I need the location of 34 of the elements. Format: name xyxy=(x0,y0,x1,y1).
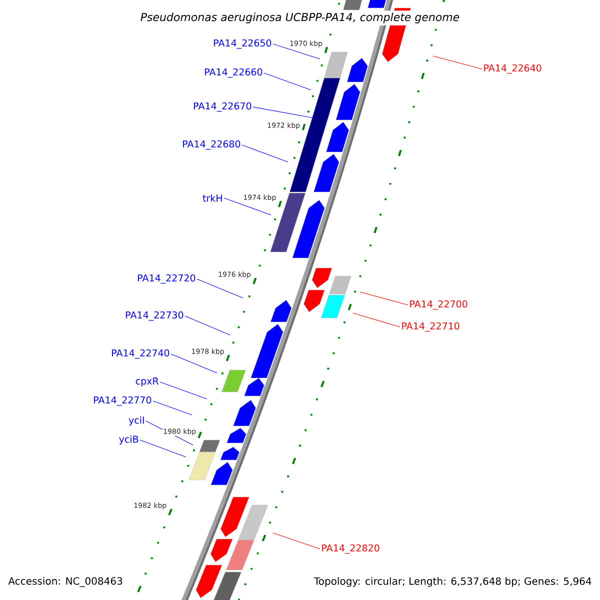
gene-label: PA14_22730 xyxy=(126,311,184,321)
leader-line xyxy=(360,292,408,306)
leader-line xyxy=(264,72,312,90)
gene-label: yciB xyxy=(119,435,138,445)
gene-label: PA14_22660 xyxy=(205,68,262,78)
gene-label: PA14_22670 xyxy=(194,102,252,112)
gene-label: PA14_22680 xyxy=(183,140,240,150)
leader-line xyxy=(184,316,230,336)
leader-line xyxy=(432,56,482,70)
leader-line xyxy=(170,354,218,374)
accession-text: Accession: NC_008463 xyxy=(6,575,125,589)
gene-label: PA14_22710 xyxy=(402,322,460,332)
leader-line xyxy=(252,106,314,118)
leader-line xyxy=(140,440,186,458)
leader-line xyxy=(196,278,244,298)
leader-line xyxy=(224,198,272,216)
leader-line xyxy=(272,44,320,60)
gene-label: PA14_22640 xyxy=(484,64,542,74)
gene-label: PA14_22650 xyxy=(214,39,272,49)
leader-line xyxy=(242,144,288,162)
leader-line xyxy=(160,382,208,400)
leader-line xyxy=(152,400,192,416)
gene-label: trkH xyxy=(202,194,222,202)
title: Pseudomonas aeruginosa UCBPP-PA14, complete genome xyxy=(138,10,462,26)
genome-info-text: Topology: circular; Length: 6,537,648 bp; Genes: 5,964 xyxy=(312,575,594,589)
gene-label: PA14_22820 xyxy=(322,544,380,554)
gene-label: yciI xyxy=(128,416,144,426)
gene-label: PA14_22720 xyxy=(138,274,196,284)
gene-label: cpxR xyxy=(136,378,159,386)
leader-line xyxy=(272,532,320,550)
gene-label: PA14_22740 xyxy=(112,349,170,359)
leader-line xyxy=(352,312,400,328)
gene-label: PA14_22700 xyxy=(410,300,468,310)
gene-label: PA14_22770 xyxy=(94,396,152,406)
